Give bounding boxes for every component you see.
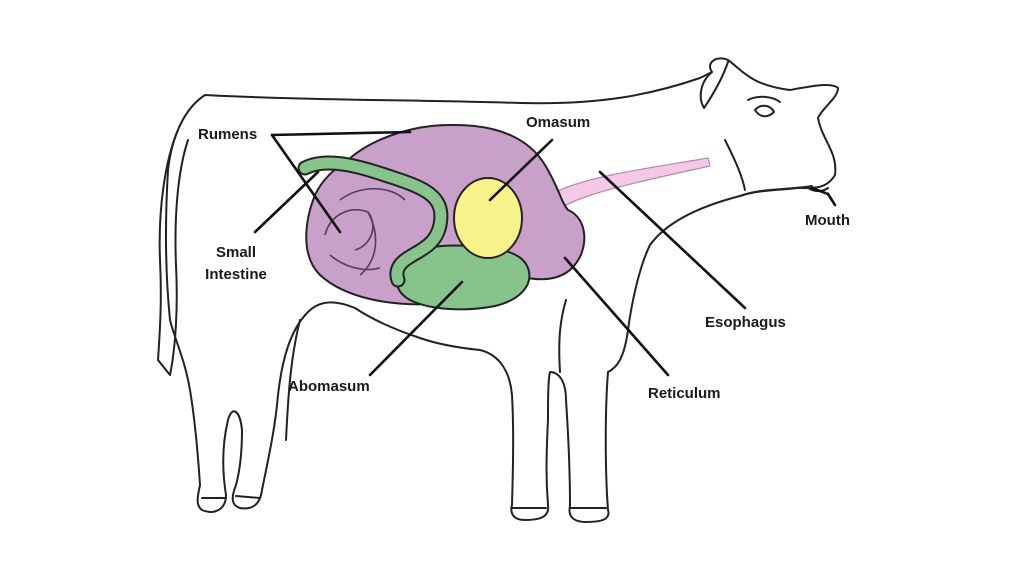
small-intestine-leader	[253, 170, 320, 234]
rumens-leader-1	[270, 130, 412, 137]
reticulum-label: Reticulum	[648, 385, 721, 402]
leader-lines	[253, 130, 837, 377]
esophagus-leader	[598, 170, 747, 310]
cow-tail	[157, 129, 189, 376]
small-intestine-label-line2: Intestine	[205, 266, 267, 283]
rumen-fold-2	[339, 188, 406, 201]
small-intestine-label-line1: Small	[215, 244, 257, 261]
omasum-organ	[453, 177, 523, 259]
cow-far-leg	[285, 319, 301, 441]
rumen-fold-4	[329, 254, 381, 271]
cow-brow	[747, 95, 781, 103]
omasum-label: Omasum	[526, 114, 591, 131]
rumens-label: Rumens	[198, 126, 258, 143]
cow-outline	[157, 57, 839, 523]
omasum-leader	[488, 138, 554, 202]
rumen-fold-3	[359, 211, 377, 276]
cow-jaw	[739, 185, 813, 197]
cow-ear	[699, 61, 729, 109]
abomasum-leader	[368, 280, 464, 377]
mouth-label: Mouth	[805, 212, 850, 229]
cow-hoof-2	[235, 495, 261, 499]
reticulum-leader	[563, 256, 670, 377]
esophagus-label: Esophagus	[705, 314, 786, 331]
mouth-leader	[810, 186, 830, 196]
abomasum-organ	[394, 244, 531, 311]
cow-body-outline	[164, 57, 839, 523]
cow-eye	[754, 104, 775, 118]
cow-front-leg-inner	[558, 299, 567, 373]
small-intestine-label: Small Intestine	[196, 242, 276, 286]
abomasum-label: Abomasum	[288, 378, 370, 395]
small-intestine-fill	[299, 157, 447, 286]
cow-neck-fold	[724, 139, 746, 191]
mouth-leader-2	[826, 192, 837, 207]
